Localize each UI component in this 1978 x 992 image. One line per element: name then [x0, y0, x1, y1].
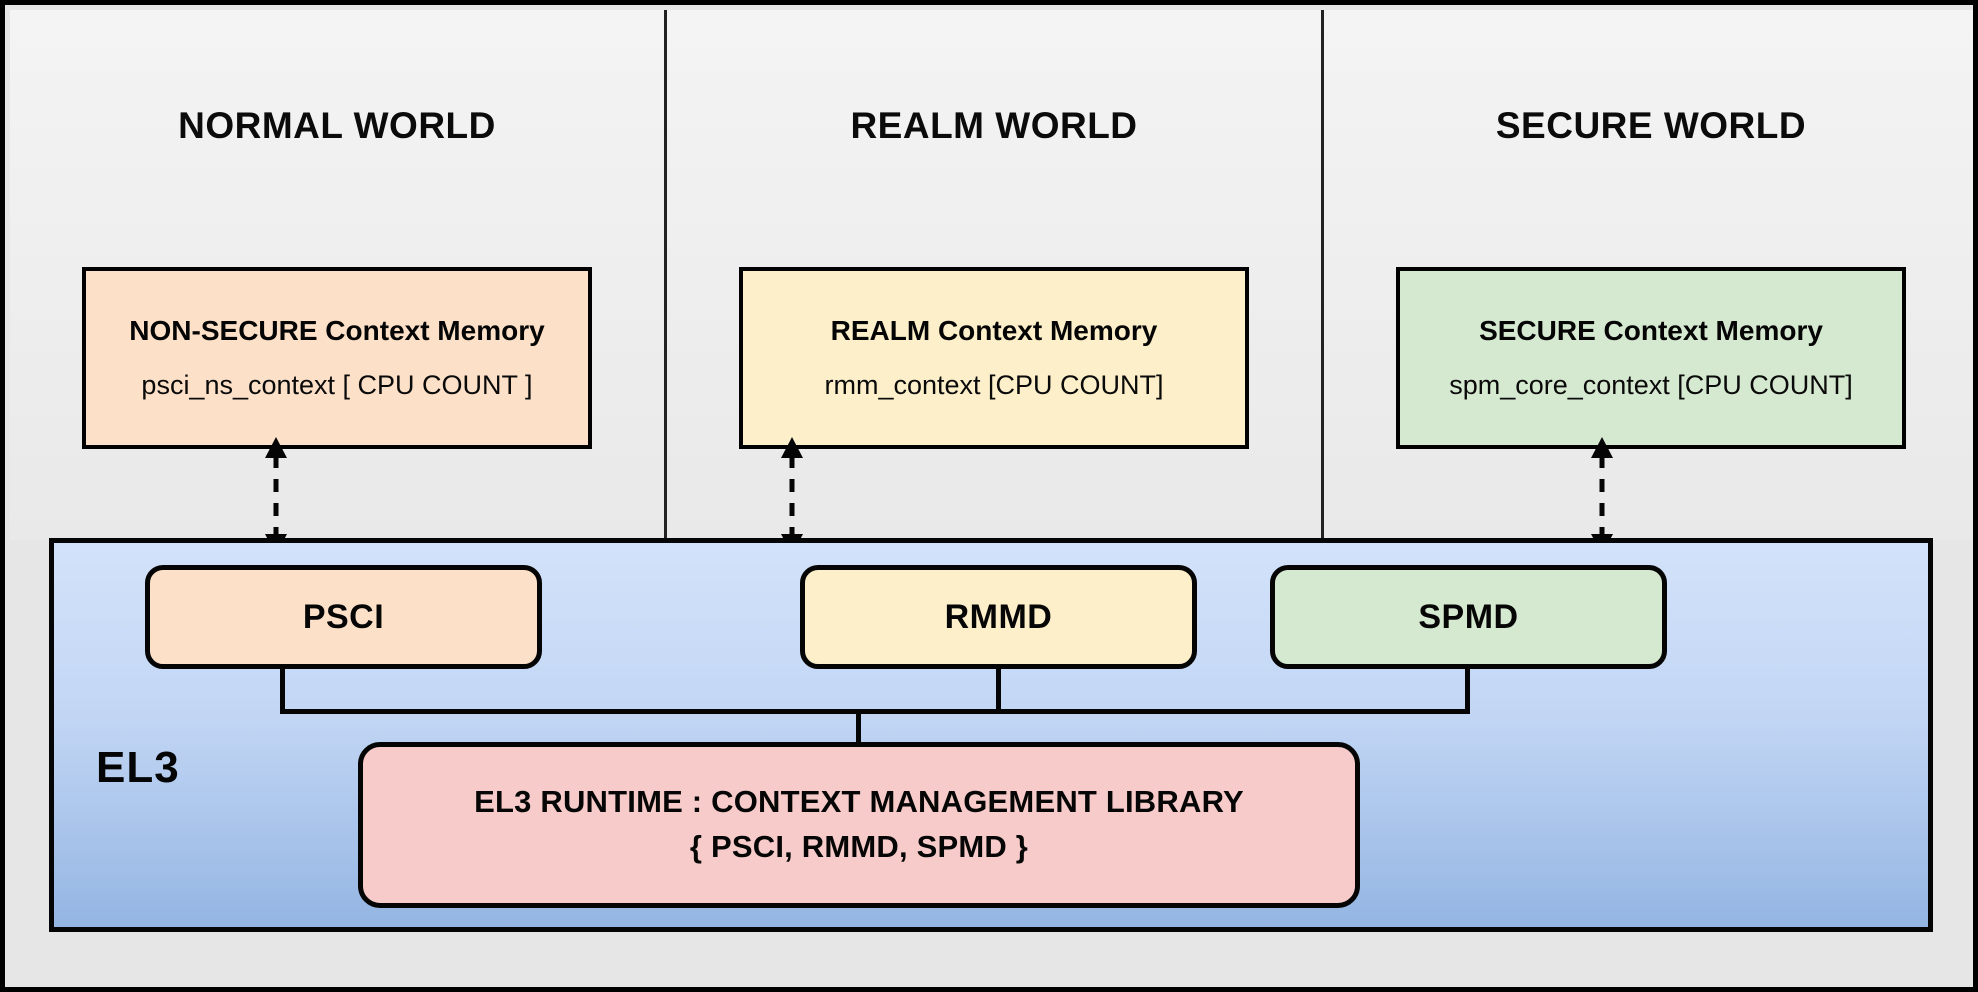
context-memory-title-non-secure: NON-SECURE Context Memory — [129, 314, 545, 346]
bus-stub-to-runtime-library — [856, 709, 861, 746]
world-panel-normal: NORMAL WORLD NON-SECURE Context Memory p… — [10, 10, 664, 540]
dispatcher-psci[interactable]: PSCI — [145, 565, 542, 669]
context-memory-box-non-secure[interactable]: NON-SECURE Context Memory psci_ns_contex… — [82, 267, 592, 449]
world-panel-secure: SECURE WORLD SECURE Context Memory spm_c… — [1321, 10, 1973, 540]
world-title-secure: SECURE WORLD — [1495, 105, 1807, 146]
world-title-normal: NORMAL WORLD — [178, 105, 496, 146]
bus-drop-rmmd — [996, 669, 1001, 713]
bus-drop-spmd — [1465, 669, 1470, 713]
context-memory-title-secure: SECURE Context Memory — [1479, 314, 1823, 346]
worlds-strip: NORMAL WORLD NON-SECURE Context Memory p… — [10, 10, 1973, 540]
context-memory-symbol-realm: rmm_context [CPU COUNT] — [824, 369, 1164, 400]
bus-horizontal-spine — [280, 709, 1470, 714]
context-memory-box-realm[interactable]: REALM Context Memory rmm_context [CPU CO… — [739, 267, 1249, 449]
el3-label: EL3 — [96, 743, 180, 792]
el3-runtime-library-line-2: { PSCI, RMMD, SPMD } — [689, 829, 1029, 864]
context-memory-symbol-non-secure: psci_ns_context [ CPU COUNT ] — [141, 369, 533, 400]
world-panel-realm: REALM WORLD REALM Context Memory rmm_con… — [664, 10, 1321, 540]
bus-drop-psci — [280, 669, 285, 713]
context-memory-box-secure[interactable]: SECURE Context Memory spm_core_context [… — [1396, 267, 1906, 449]
context-memory-symbol-secure: spm_core_context [CPU COUNT] — [1449, 369, 1853, 400]
context-memory-title-realm: REALM Context Memory — [830, 314, 1158, 346]
world-title-realm: REALM WORLD — [850, 105, 1138, 146]
el3-runtime-library-line-1: EL3 RUNTIME : CONTEXT MANAGEMENT LIBRARY — [474, 784, 1244, 820]
dispatcher-spmd[interactable]: SPMD — [1270, 565, 1667, 669]
dispatcher-rmmd[interactable]: RMMD — [800, 565, 1197, 669]
el3-region: EL3 PSCI RMMD SPMD EL3 RUNTIME : CONTEXT… — [49, 538, 1933, 932]
el3-runtime-library-box[interactable]: EL3 RUNTIME : CONTEXT MANAGEMENT LIBRARY… — [358, 742, 1360, 908]
